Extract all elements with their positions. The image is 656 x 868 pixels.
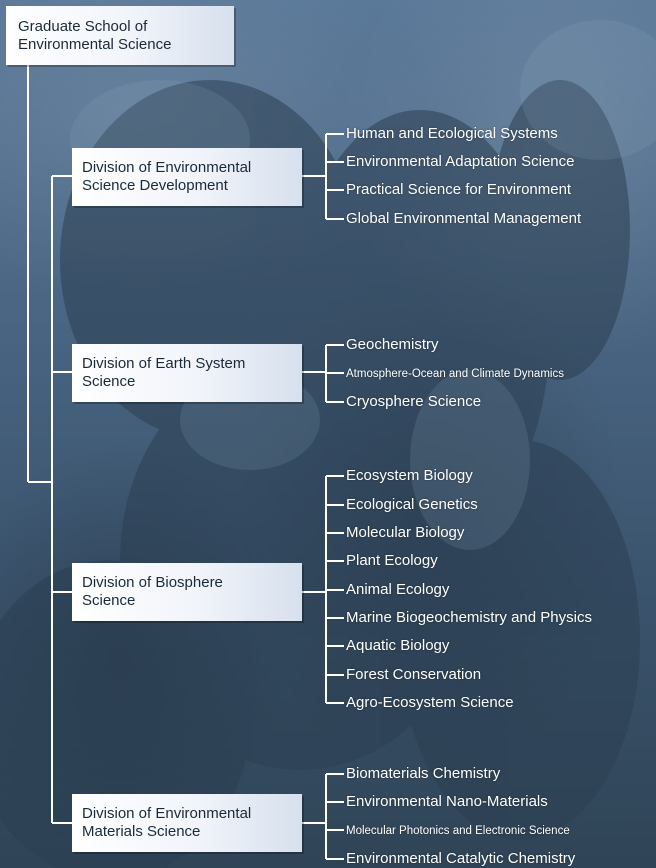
division-label-line-1: Division of Environmental <box>82 159 252 176</box>
division-label-line-2: Science Development <box>82 177 228 194</box>
leaf-forest-conservation: Forest Conservation <box>346 666 482 683</box>
leaf-animal-ecology: Animal Ecology <box>346 581 450 598</box>
division-node-environmental-science-development: Division of Environmental Science Develo… <box>72 148 302 206</box>
leaf-aquatic-biology: Aquatic Biology <box>346 637 450 654</box>
division-label-line-2: Materials Science <box>82 823 201 840</box>
division-node-environmental-materials-science: Division of Environmental Materials Scie… <box>72 794 302 852</box>
division-label-line-2: Science <box>82 373 136 390</box>
leaf-agro-ecosystem-science: Agro-Ecosystem Science <box>346 694 514 711</box>
leaf-plant-ecology: Plant Ecology <box>346 552 438 569</box>
division-label-line-1: Division of Earth System <box>82 355 246 372</box>
leaf-practical-science-for-environment: Practical Science for Environment <box>346 181 572 198</box>
division-node-earth-system-science: Division of Earth System Science <box>72 344 302 402</box>
root-label-line-1: Graduate School of <box>18 17 148 35</box>
leaf-ecological-genetics: Ecological Genetics <box>346 496 478 513</box>
leaf-atmosphere-ocean-and-climate-dynamics: Atmosphere-Ocean and Climate Dynamics <box>346 368 564 380</box>
division-node-biosphere-science: Division of Biosphere Science <box>72 563 302 621</box>
leaf-global-environmental-management: Global Environmental Management <box>346 210 582 227</box>
leaf-human-and-ecological-systems: Human and Ecological Systems <box>346 125 558 142</box>
leaf-geochemistry: Geochemistry <box>346 336 439 353</box>
division-label-line-1: Division of Environmental <box>82 805 252 822</box>
root-label-line-2: Environmental Science <box>18 35 172 53</box>
leaf-ecosystem-biology: Ecosystem Biology <box>346 467 473 484</box>
leaf-molecular-biology: Molecular Biology <box>346 524 465 541</box>
leaf-environmental-adaptation-science: Environmental Adaptation Science <box>346 153 575 170</box>
root-node-graduate-school: Graduate School of Environmental Science <box>6 6 234 65</box>
division-label-line-2: Science <box>82 592 136 609</box>
leaf-environmental-nano-materials: Environmental Nano-Materials <box>346 793 548 810</box>
leaf-molecular-photonics-and-electronic-science: Molecular Photonics and Electronic Scien… <box>346 825 570 837</box>
leaf-cryosphere-science: Cryosphere Science <box>346 393 482 410</box>
leaf-environmental-catalytic-chemistry: Environmental Catalytic Chemistry <box>346 850 576 867</box>
leaf-biomaterials-chemistry: Biomaterials Chemistry <box>346 765 501 782</box>
division-label-line-1: Division of Biosphere <box>82 574 223 591</box>
leaf-marine-biogeochemistry-and-physics: Marine Biogeochemistry and Physics <box>346 609 592 626</box>
